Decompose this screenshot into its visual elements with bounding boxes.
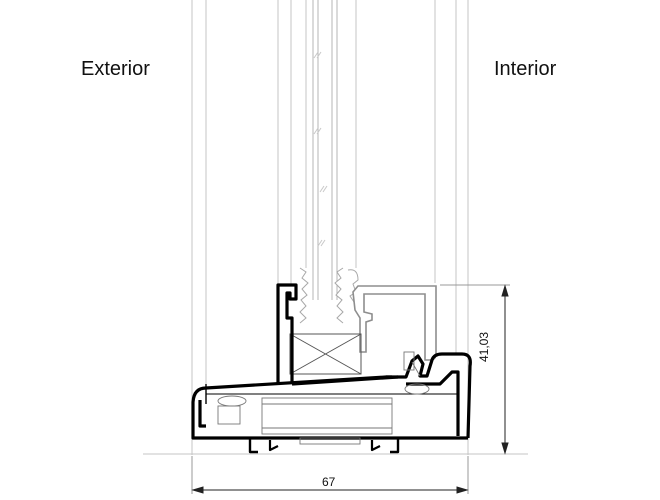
width-dimension	[191, 456, 469, 494]
frame-outline-lines	[191, 0, 469, 455]
glazing-unit	[312, 0, 338, 300]
interior-label: Interior	[494, 58, 557, 80]
glass-hatch-marks	[313, 51, 328, 247]
exterior-label: Exterior	[81, 58, 150, 80]
height-dimension	[440, 284, 510, 455]
height-dimension-value: 41,03	[477, 331, 491, 362]
width-dimension-value: 67	[322, 475, 336, 489]
setting-block	[289, 333, 362, 375]
glazing-gaskets	[299, 267, 359, 324]
profile-chambers	[217, 351, 430, 445]
glazing-bead	[352, 285, 437, 361]
